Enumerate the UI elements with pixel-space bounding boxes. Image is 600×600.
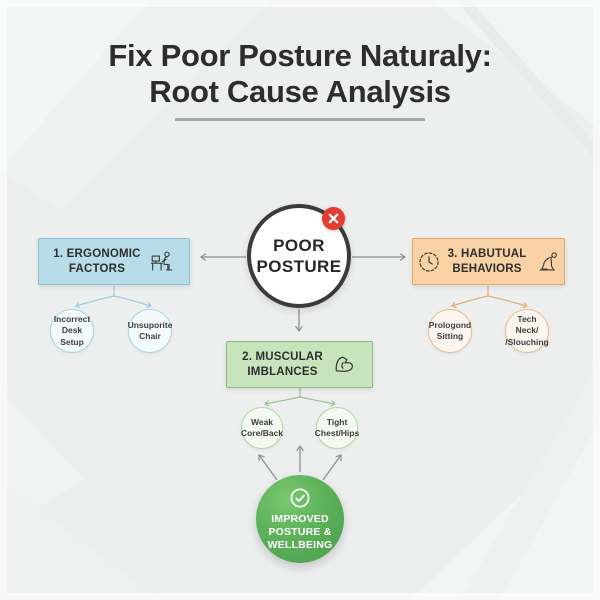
root-node-poor-posture: POOR POSTURE: [247, 204, 351, 308]
cause-weak-core-back: Weak Core/Back: [241, 407, 283, 449]
branch-label-habitual: 3. HABUTUAL BEHAVIORS: [447, 247, 527, 275]
cause-label: Unsuporite Chair: [127, 319, 173, 341]
cause-incorrect-desk-setup: Incorrect Desk Setup: [50, 309, 94, 353]
page-title: Fix Poor Posture Naturaly: Root Cause An…: [0, 38, 600, 121]
root-node-label: POOR POSTURE: [256, 235, 342, 276]
title-line-2: Root Cause Analysis: [149, 73, 451, 109]
fork-habitual-left: [452, 295, 489, 306]
fork-muscular-right: [299, 396, 335, 404]
outcome-node-improved-posture: IMPROVED POSTURE & WELLBEING: [256, 475, 344, 563]
cause-prolonged-sitting: Prologond Sitting: [428, 309, 472, 353]
cause-label: Incorrect Desk Setup: [53, 314, 91, 347]
outcome-label: IMPROVED POSTURE & WELLBEING: [267, 512, 333, 552]
branch-box-ergonomic-factors: 1. ERGONOMIC FACTORS: [38, 238, 190, 285]
branch-label-ergonomic: 1. ERGONOMIC FACTORS: [53, 247, 141, 275]
check-circle-icon: [290, 488, 310, 508]
branch-box-habitual-behaviors: 3. HABUTUAL BEHAVIORS: [412, 238, 565, 285]
cause-tech-neck-slouching: Tech Neck/ /Slouching: [505, 309, 549, 353]
cause-label: Tight Chest/Hips: [314, 416, 360, 438]
branch-label-muscular: 2. MUSCULAR IMBLANCES: [242, 350, 323, 378]
desk-worker-icon: [150, 251, 172, 271]
fork-muscular-left: [265, 396, 301, 404]
clock-icon: [418, 251, 439, 272]
cause-label: Tech Neck/ /Slouching: [505, 314, 549, 347]
title-underline: [175, 117, 425, 121]
title-line-1: Fix Poor Posture Naturaly:: [108, 38, 492, 73]
fork-habitual-right: [487, 295, 527, 306]
cause-unsupportive-chair: Unsuporite Chair: [128, 309, 172, 353]
cause-tight-chest-hips: Tight Chest/Hips: [314, 407, 360, 449]
branch-box-muscular-imbalances: 2. MUSCULAR IMBLANCES: [226, 341, 373, 388]
bicep-icon: [335, 356, 353, 372]
fork-ergonomic-right: [113, 295, 151, 306]
cause-label: Prologond Sitting: [428, 319, 472, 341]
arrow-outcome-up-right: [322, 455, 341, 481]
error-x-icon: [322, 207, 345, 230]
fork-ergonomic-left: [76, 295, 115, 306]
slouching-person-icon: [540, 252, 558, 271]
arrow-outcome-up-left: [259, 455, 278, 481]
cause-label: Weak Core/Back: [240, 416, 284, 438]
